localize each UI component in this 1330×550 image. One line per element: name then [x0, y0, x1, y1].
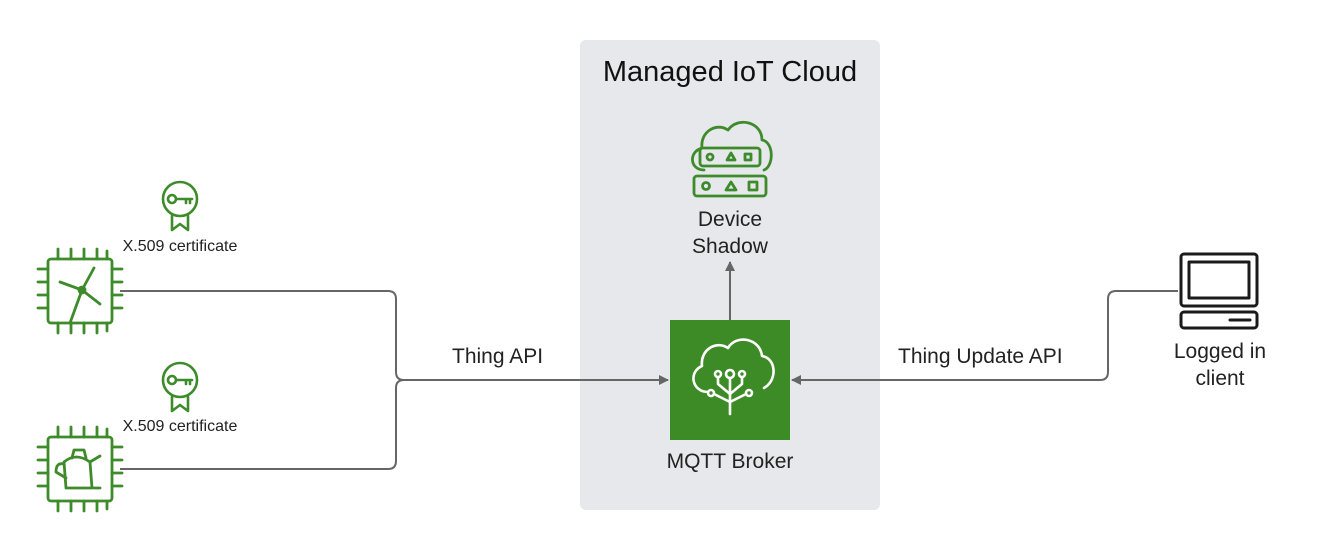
cloud-server-icon	[691, 120, 773, 198]
cert-bottom-label: X.509 certificate	[122, 418, 238, 435]
connector-kettle-to-broker	[120, 379, 405, 470]
thing-update-api-label: Thing Update API	[898, 345, 1063, 368]
certificate-key-icon	[161, 180, 199, 232]
kettle-chip-icon	[36, 425, 124, 513]
cloud-title: Managed IoT Cloud	[602, 56, 858, 88]
device-shadow-label: Device Shadow	[692, 208, 768, 258]
thing-api-label: Thing API	[452, 345, 544, 368]
laptop-icon	[1179, 252, 1259, 330]
mqtt-broker-node	[670, 320, 790, 440]
certificate-key-icon	[161, 361, 199, 413]
connector-turbine-to-broker	[120, 290, 669, 385]
connector-client-to-broker	[791, 290, 1178, 385]
iot-cloud-circuit-icon	[692, 338, 775, 416]
cert-top-label: X.509 certificate	[122, 238, 238, 255]
client-label: Logged in client	[1173, 340, 1267, 390]
mqtt-broker-label: MQTT Broker	[666, 450, 794, 473]
wind-turbine-chip-icon	[36, 247, 124, 335]
